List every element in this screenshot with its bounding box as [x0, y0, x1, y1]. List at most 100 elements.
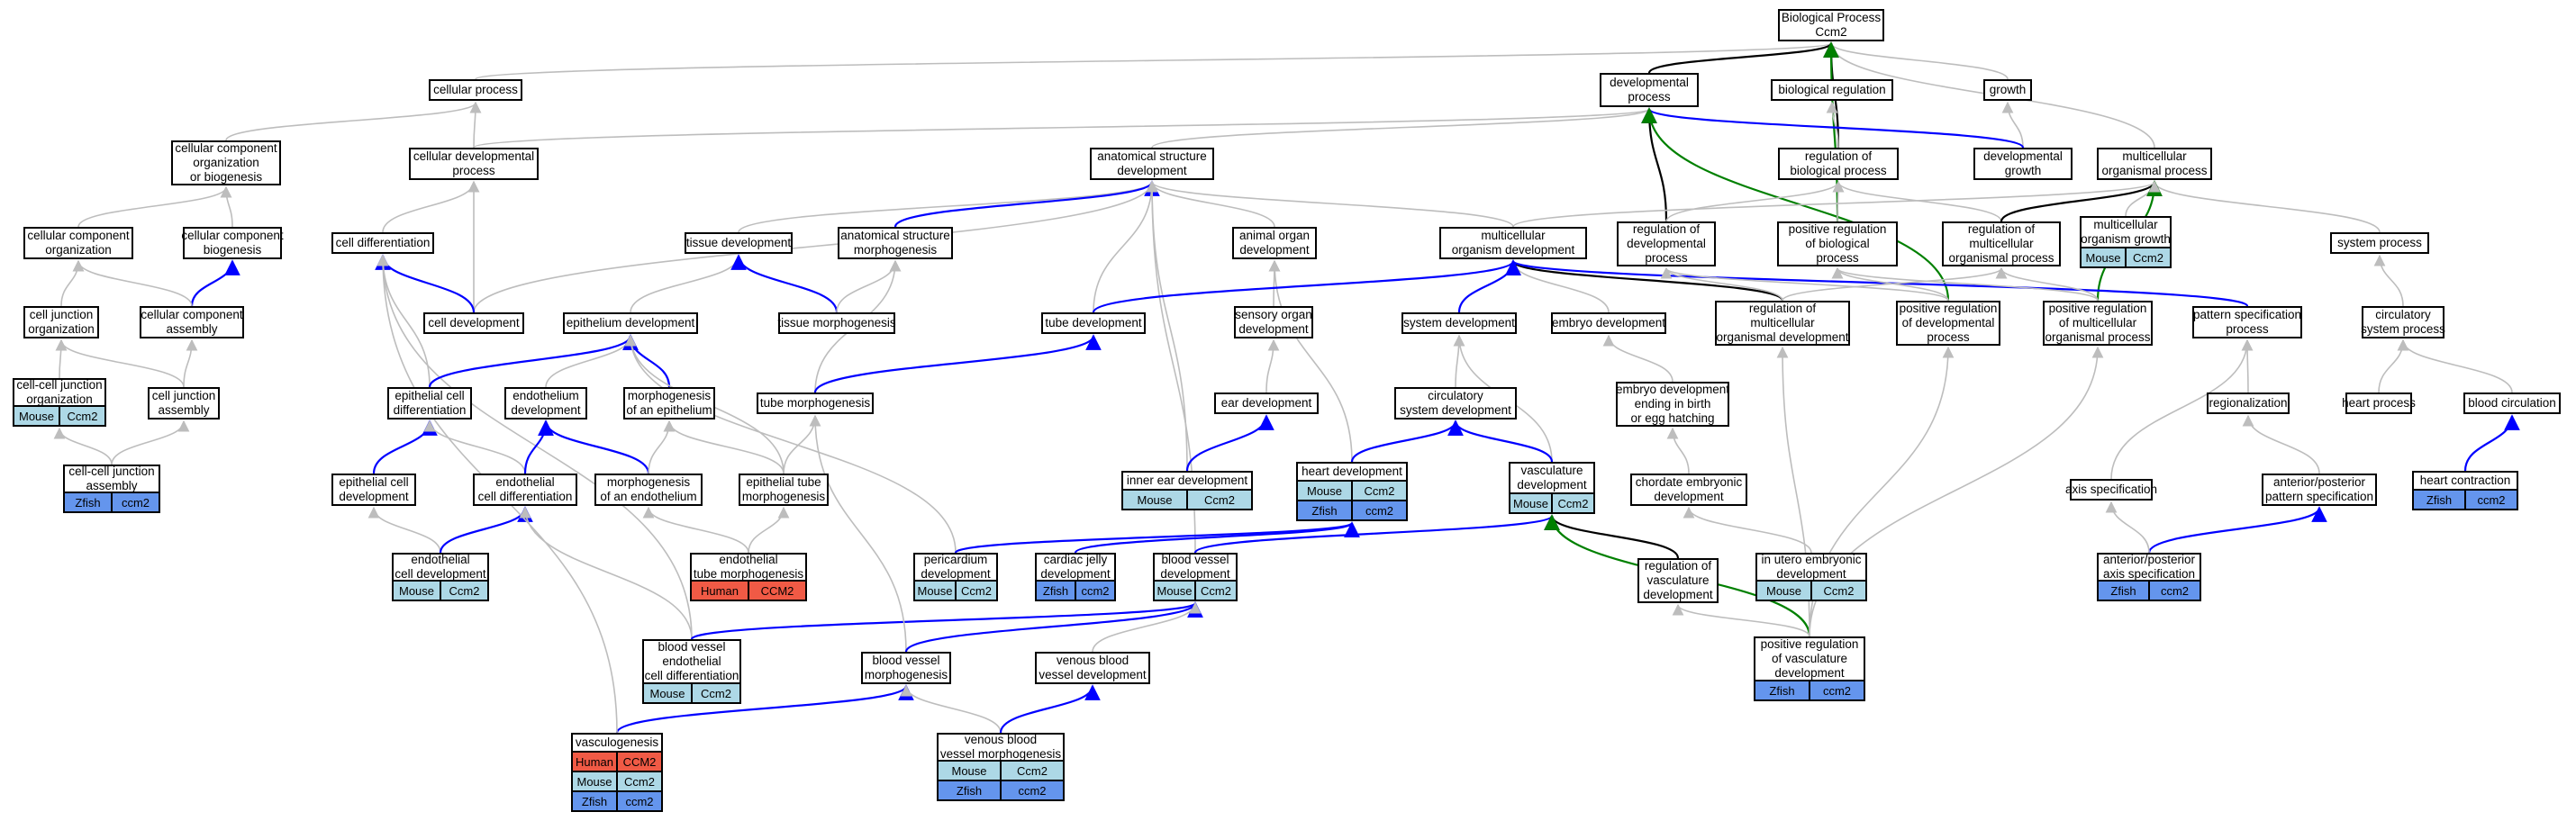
species-label: Mouse	[1765, 583, 1802, 598]
go-term-ecdev2[interactable]: endothelial cell development	[392, 553, 489, 582]
edge-blue	[893, 180, 1160, 228]
go-term-csp[interactable]: circulatory system process	[2361, 306, 2445, 338]
go-term-dg[interactable]: developmental growth	[1973, 148, 2073, 180]
go-term-csd[interactable]: circulatory system development	[1394, 387, 1517, 420]
go-term-epd[interactable]: epithelium development	[563, 312, 698, 334]
edge-gray	[836, 259, 902, 313]
go-term-prdp[interactable]: positive regulation of developmental pro…	[1896, 301, 2000, 346]
go-term-tm[interactable]: tissue morphogenesis	[777, 312, 896, 334]
go-term-etubm[interactable]: endothelial tube morphogenesis	[690, 553, 807, 582]
go-term-edeb[interactable]: embryo development ending in birth or eg…	[1615, 382, 1730, 427]
go-term-ecd[interactable]: epithelial cell differentiation	[387, 387, 472, 420]
edge-gray	[72, 259, 193, 307]
go-term-sp[interactable]: system process	[2330, 232, 2429, 254]
go-term-td[interactable]: tissue development	[685, 232, 793, 254]
edge-gray	[1660, 266, 1783, 302]
go-term-asd[interactable]: anatomical structure development	[1090, 148, 1214, 180]
go-term-cjo[interactable]: cell junction organization	[23, 306, 99, 338]
go-term-ied[interactable]: inner ear development	[1121, 471, 1253, 491]
go-term-bveecd[interactable]: blood vessel endothelial cell differenti…	[642, 639, 741, 684]
go-term-cdev[interactable]: cell development	[423, 312, 524, 334]
go-term-aod[interactable]: animal organ development	[1232, 227, 1317, 259]
go-term-rvd[interactable]: regulation of vasculature development	[1637, 558, 1719, 603]
go-term-hp[interactable]: heart process	[2342, 392, 2416, 414]
go-term-psp[interactable]: pattern specification process	[2192, 306, 2302, 338]
edge-gray	[1093, 180, 1158, 313]
edge-blue	[615, 684, 914, 734]
go-term-br[interactable]: biological regulation	[1771, 79, 1893, 101]
species-label: Zfish	[956, 783, 983, 798]
go-term-iued[interactable]: in utero embryonic development	[1755, 553, 1867, 582]
go-term-mog[interactable]: multicellular organism growth	[2080, 216, 2172, 248]
go-term-ccob[interactable]: cellular component organization or bioge…	[171, 140, 281, 185]
go-term-cjd[interactable]: cardiac jelly development	[1035, 553, 1116, 582]
go-term-etm[interactable]: epithelial tube morphogenesis	[739, 474, 829, 506]
go-term-vbvm[interactable]: venous blood vessel morphogenesis	[937, 733, 1065, 762]
gene-label: Ccm2	[2125, 248, 2170, 266]
go-term-endocd[interactable]: endothelial cell differentiation	[473, 474, 577, 506]
go-term-bvd[interactable]: blood vessel development	[1153, 553, 1238, 582]
go-term-sysd[interactable]: system development	[1401, 312, 1517, 334]
go-term-as[interactable]: axis specification	[2065, 479, 2157, 501]
go-term-cja[interactable]: cell junction assembly	[148, 387, 220, 420]
go-term-hd[interactable]: heart development	[1296, 462, 1408, 482]
go-term-apps[interactable]: anterior/posterior pattern specification	[2262, 474, 2377, 506]
go-term-moae[interactable]: morphogenesis of an endothelium	[594, 474, 703, 506]
gene-label: CCM2	[616, 753, 661, 771]
go-term-rdp[interactable]: regulation of developmental process	[1617, 221, 1716, 266]
go-term-growth[interactable]: growth	[1983, 79, 2032, 101]
go-term-vasc[interactable]: vasculogenesis	[571, 733, 663, 753]
gene-label: Ccm2	[616, 772, 661, 790]
go-term-cca[interactable]: cellular component assembly	[140, 306, 244, 338]
go-term-bvm[interactable]: blood vessel morphogenesis	[861, 652, 951, 684]
edge-gray	[809, 414, 907, 653]
edge-gray	[220, 185, 233, 228]
go-term-sod[interactable]: sensory organ development	[1234, 306, 1313, 338]
go-term-vd[interactable]: vasculature development	[1509, 462, 1595, 494]
go-term-ead[interactable]: ear development	[1214, 392, 1319, 414]
edge-gray	[1660, 266, 1949, 302]
go-term-mop[interactable]: multicellular organismal process	[2097, 148, 2212, 180]
go-term-hc[interactable]: heart contraction	[2412, 471, 2518, 491]
go-term-cdp[interactable]: cellular developmental process	[409, 148, 539, 180]
go-term-ccb[interactable]: cellular component biogenesis	[181, 227, 284, 259]
edge-blue	[1074, 521, 1360, 555]
go-term-ced[interactable]: chordate embryonic development	[1630, 474, 1747, 506]
go-term-prvd[interactable]: positive regulation of vasculature devel…	[1754, 636, 1865, 681]
go-term-bc[interactable]: blood circulation	[2463, 392, 2561, 414]
go-term-dp[interactable]: developmental process	[1600, 73, 1699, 107]
go-term-endod[interactable]: endothelium development	[504, 387, 587, 420]
go-term-bp[interactable]: Biological Process Ccm2	[1778, 9, 1884, 41]
edge-black	[1505, 259, 1784, 302]
go-term-rmod[interactable]: regulation of multicellular organismal d…	[1715, 301, 1850, 346]
go-term-rmop[interactable]: regulation of multicellular organismal p…	[1942, 221, 2061, 266]
go-term-vbvd[interactable]: venous blood vessel development	[1035, 652, 1150, 684]
go-term-ccjo[interactable]: cell-cell junction organization	[13, 378, 106, 407]
go-term-ecdev[interactable]: epithelial cell development	[331, 474, 416, 506]
go-term-cco[interactable]: cellular component organization	[23, 227, 133, 259]
edge-blue	[190, 259, 240, 307]
go-term-asm[interactable]: anatomical structure morphogenesis	[838, 227, 953, 259]
go-term-cp[interactable]: cellular process	[429, 79, 522, 101]
go-term-ccja[interactable]: cell-cell junction assembly	[63, 465, 160, 493]
go-term-moe[interactable]: morphogenesis of an epithelium	[623, 387, 715, 420]
go-term-pd[interactable]: pericardium development	[913, 553, 998, 582]
go-term-tubd[interactable]: tube development	[1041, 312, 1146, 334]
go-term-cdiff[interactable]: cell differentiation	[331, 232, 434, 254]
go-term-apas[interactable]: anterior/posterior axis specification	[2097, 553, 2201, 582]
go-term-tubm[interactable]: tube morphogenesis	[757, 392, 874, 414]
gene-label: Ccm2	[1000, 762, 1063, 780]
go-term-rbp[interactable]: regulation of biological process	[1778, 148, 1899, 180]
edge-green	[1641, 107, 1950, 302]
go-term-regz[interactable]: regionalization	[2207, 392, 2290, 414]
edge-gray	[1832, 180, 2002, 222]
go-term-prbp[interactable]: positive regulation of biological proces…	[1777, 221, 1898, 266]
go-term-prmop[interactable]: positive regulation of multicellular org…	[2043, 301, 2153, 346]
edge-gray	[423, 420, 526, 474]
go-term-embd[interactable]: embryo development	[1551, 312, 1666, 334]
go-term-mod[interactable]: multicellular organism development	[1439, 227, 1587, 259]
